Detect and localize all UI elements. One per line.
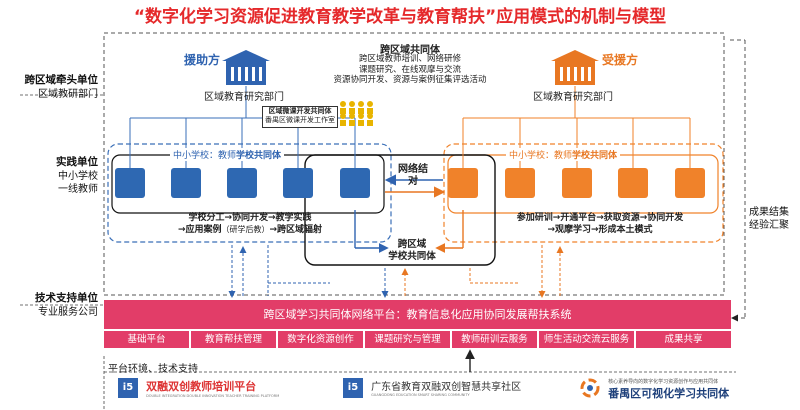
community-top-lines: 跨区域教师培训、网络研修 课题研究、在线观摩与交流 资源协同开发、资源与案例征集… (330, 54, 490, 86)
community-line: 课题研究、在线观摩与交流 (358, 64, 461, 75)
logo-name: 番禺区可视化学习共同体 (608, 387, 730, 400)
label-practice-teacher: 一线教师 (58, 184, 98, 195)
logo-smart-community: i5 广东省教育双融双创智慧共享社区 GUANGDONG EDUCATION S… (343, 378, 521, 398)
help-building-icon (222, 50, 270, 85)
platform-banner: 跨区域学习共同体网络平台：教育信息化应用协同发展帮扶系统 (104, 300, 731, 329)
label-practice-school: 中小学校 (58, 171, 98, 182)
community-top-title: 跨区域共同体 (380, 45, 440, 56)
platform-tab: 成果共享 (636, 331, 731, 348)
logo-sub: 核心素养导向的数字化学习资源创作与应用共同体 (608, 379, 719, 385)
logo-teacher-training: i5 双融双创教师培训平台 DOUBLE INTEGRATION DOUBLE … (118, 378, 279, 398)
page-title: “数字化学习资源促进教育教学改革与教育帮扶”应用模式的机制与模型 (133, 7, 667, 27)
platform-tab: 师生活动交流云服务 (539, 331, 634, 348)
right-school-header: 中小学校：教师学校共同体 (506, 148, 621, 161)
micro-course-people-icon (340, 101, 373, 126)
receive-side-dept: 区域教育研究部门 (533, 92, 613, 103)
right-school-line2: →观摩学习→形成本土模式 (547, 225, 653, 235)
network-link-label: 网络结对 (398, 164, 428, 187)
left-school-line1: 学校分工→协同开发→教学实践 (188, 213, 312, 223)
platform-tab: 数字化资源创作 (278, 331, 363, 348)
panyu-logo-icon (580, 378, 600, 398)
left-line2-a: →应用案例 (177, 225, 222, 235)
platform-tab: 课题研究与管理 (365, 331, 450, 348)
label-practice-unit: 实践单位 (56, 156, 98, 168)
teacher-group-icon (171, 168, 201, 198)
logo-name: 广东省教育双融双创智慧共享社区 (371, 382, 522, 393)
teacher-group-icon (562, 168, 592, 198)
i5-logo-icon: i5 (343, 378, 363, 398)
cross-school-line1: 跨区域 (397, 239, 427, 250)
logo-sub: GUANGDONG EDUCATION SMART SHARING COMMUN… (371, 393, 470, 397)
left-school-line2: →应用案例（研学后教）→跨区域辐射 (125, 222, 375, 235)
micro-course-box: 区域微课开发共同体 番禺区微课开发工作室 (262, 106, 338, 128)
micro-course-sub: 番禺区微课开发工作室 (265, 116, 335, 124)
teacher-group-icon (505, 168, 535, 198)
feedback-line1: 成果结集 (749, 207, 789, 218)
left-line2-c: →跨区域辐射 (269, 225, 323, 235)
left-line2-b: （研学后教） (221, 225, 270, 234)
logo-name: 双融双创教师培训平台 (146, 380, 257, 393)
teacher-group-icon (448, 168, 478, 198)
platform-tab: 基础平台 (104, 331, 189, 348)
feedback-line2: 经验汇聚 (749, 220, 789, 231)
receive-side-label: 受援方 (602, 53, 639, 67)
i5-logo-icon: i5 (118, 378, 138, 398)
platform-tab: 教育帮扶管理 (191, 331, 276, 348)
community-line: 跨区域教师培训、网络研修 (358, 54, 461, 64)
label-tech-unit: 技术支持单位 (35, 292, 98, 304)
teacher-group-icon (340, 168, 370, 198)
left-school-header-a: 中小学校：教师 (173, 151, 237, 161)
left-school-header-b: 学校共同体 (236, 151, 282, 161)
micro-course-title: 区域微课开发共同体 (268, 107, 332, 115)
left-school-header: 中小学校：教师学校共同体 (170, 148, 285, 161)
platform-tab: 教师研训云服务 (452, 331, 537, 348)
teacher-group-icon (227, 168, 257, 198)
cross-school-line2: 学校共同体 (388, 251, 436, 262)
receive-building-icon (551, 50, 599, 85)
right-school-header-a: 中小学校：教师 (509, 151, 573, 161)
environment-label: 平台环境、技术支持 (108, 364, 198, 375)
teacher-group-icon (675, 168, 705, 198)
community-line: 资源协同开发、资源与案例征集评选活动 (333, 75, 487, 85)
logo-panyu-community: 核心素养导向的数字化学习资源创作与应用共同体 番禺区可视化学习共同体 (580, 378, 729, 401)
label-tech-company: 专业服务公司 (38, 307, 98, 318)
help-side-label: 援助方 (184, 53, 221, 67)
teacher-group-icon (115, 168, 145, 198)
label-cross-region-head: 跨区域牵头单位 (24, 74, 99, 86)
feedback-label: 成果结集 经验汇聚 (740, 206, 798, 232)
logo-sub: DOUBLE INTEGRATION DOUBLE INNOVATION TEA… (146, 394, 280, 398)
right-school-header-b: 学校共同体 (572, 151, 618, 161)
right-school-line1: 参加研训→开通平台→获取资源→协同开发 (516, 213, 684, 223)
teacher-group-icon (283, 168, 313, 198)
teacher-group-icon (618, 168, 648, 198)
label-cross-region-dept: 区域教研部门 (38, 89, 98, 100)
cross-school-label: 跨区域 学校共同体 (372, 239, 452, 263)
help-side-dept: 区域教育研究部门 (204, 92, 284, 103)
